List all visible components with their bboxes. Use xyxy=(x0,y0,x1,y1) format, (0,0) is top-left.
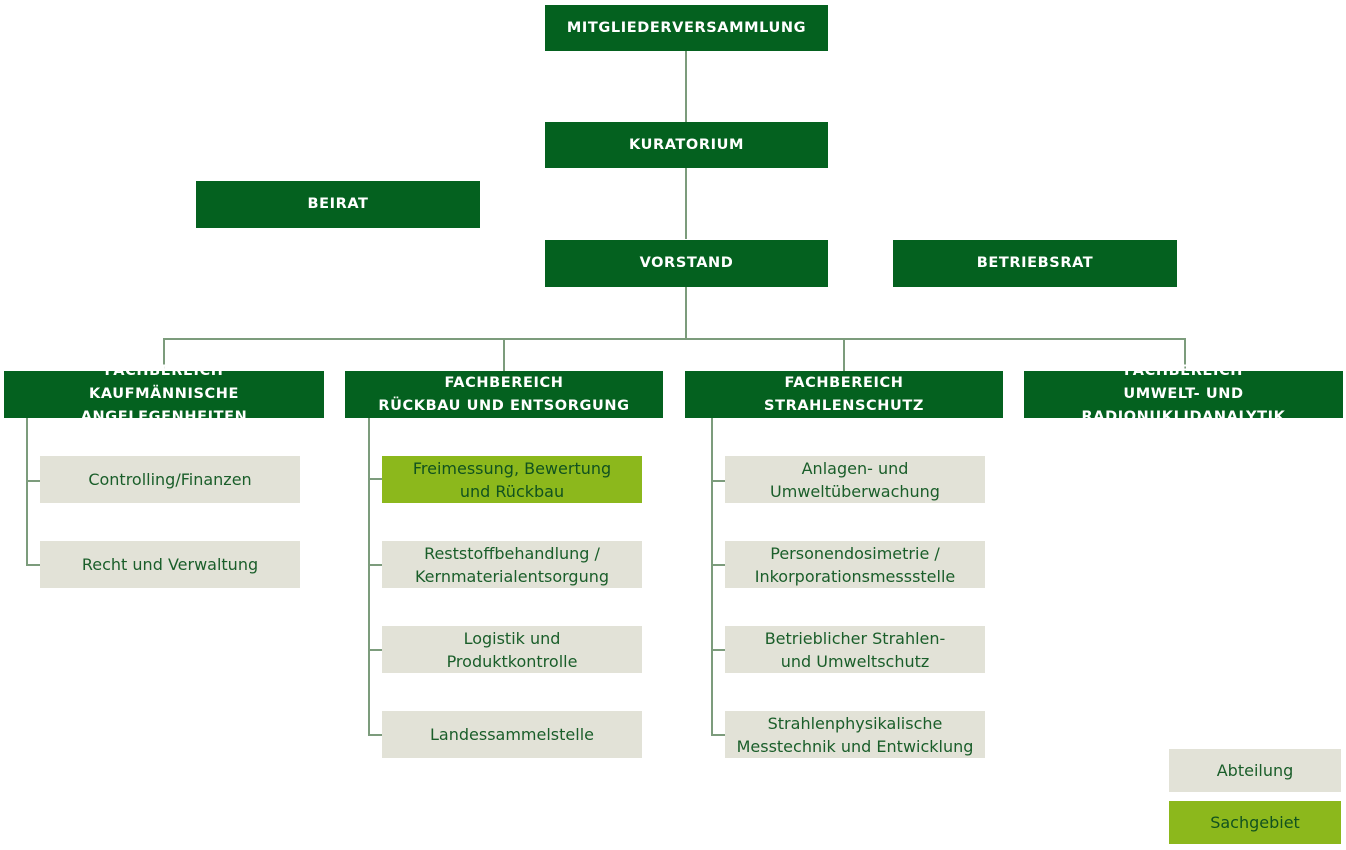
unit-strahlenphysikalische-messtechnik: Strahlenphysikalische Messtechnik und En… xyxy=(725,711,985,758)
unit-label-line1: Personendosimetrie / xyxy=(770,543,940,563)
unit-label-line2: Kernmaterialentsorgung xyxy=(414,566,610,586)
unit-label-line2: Produktkontrolle xyxy=(446,651,578,671)
connector-line xyxy=(26,480,40,482)
box-label-line1: FACHBEREICH xyxy=(784,374,904,391)
connector-line xyxy=(163,338,165,371)
box-label-line2: STRAHLENSCHUTZ xyxy=(764,397,924,414)
kuratorium-box: KURATORIUM xyxy=(545,122,828,168)
box-label-line1: FACHBEREICH xyxy=(104,363,224,379)
box-label-line2: RÜCKBAU UND ENTSORGUNG xyxy=(378,397,630,414)
connector-line xyxy=(711,734,725,736)
unit-anlagen-umweltueberwachung: Anlagen- und Umweltüberwachung xyxy=(725,456,985,503)
unit-reststoffbehandlung: Reststoffbehandlung / Kernmaterialentsor… xyxy=(382,541,642,588)
unit-label-line2: und Rückbau xyxy=(459,481,565,501)
unit-personendosimetrie: Personendosimetrie / Inkorporationsmesss… xyxy=(725,541,985,588)
legend-label: Sachgebiet xyxy=(1210,813,1300,832)
connector-line xyxy=(163,338,1186,340)
connector-line xyxy=(26,418,28,566)
connector-line xyxy=(1184,338,1186,371)
fachbereich-strahlenschutz-box: FACHBEREICH STRAHLENSCHUTZ xyxy=(685,371,1003,418)
connector-line xyxy=(368,734,382,736)
unit-label-line1: Freimessung, Bewertung xyxy=(412,458,612,478)
box-label: KURATORIUM xyxy=(629,136,744,153)
mitgliederversammlung-box: MITGLIEDERVERSAMMLUNG xyxy=(545,5,828,51)
unit-label-line1: Reststoffbehandlung / xyxy=(424,543,600,563)
unit-betrieblicher-strahlenschutz: Betrieblicher Strahlen- und Umweltschutz xyxy=(725,626,985,673)
unit-landessammelstelle: Landessammelstelle xyxy=(382,711,642,758)
connector-line xyxy=(711,564,725,566)
unit-freimessung: Freimessung, Bewertung und Rückbau xyxy=(382,456,642,503)
connector-line xyxy=(368,478,382,480)
vorstand-box: VORSTAND xyxy=(545,240,828,287)
legend-label: Abteilung xyxy=(1216,761,1294,780)
beirat-box: BEIRAT xyxy=(196,181,480,228)
connector-line xyxy=(685,51,687,122)
connector-line xyxy=(711,418,713,736)
unit-label: Recht und Verwaltung xyxy=(81,555,259,574)
fachbereich-umwelt-box: FACHBEREICH UMWELT- UND RADIONUKLIDANALY… xyxy=(1024,363,1343,425)
unit-logistik: Logistik und Produktkontrolle xyxy=(382,626,642,673)
connector-line xyxy=(685,168,687,239)
box-label-line1: FACHBEREICH xyxy=(444,374,564,391)
legend-abteilung: Abteilung xyxy=(1169,749,1341,792)
unit-label-line1: Strahlenphysikalische xyxy=(767,713,943,733)
unit-label-line1: Logistik und xyxy=(463,628,561,648)
box-label: BETRIEBSRAT xyxy=(976,255,1094,271)
unit-controlling-finanzen: Controlling/Finanzen xyxy=(40,456,300,503)
connector-line xyxy=(685,287,687,339)
fachbereich-rueckbau-box: FACHBEREICH RÜCKBAU UND ENTSORGUNG xyxy=(345,371,663,418)
unit-label: Landessammelstelle xyxy=(430,725,594,744)
connector-line xyxy=(368,418,370,736)
legend-sachgebiet: Sachgebiet xyxy=(1169,801,1341,844)
betriebsrat-box: BETRIEBSRAT xyxy=(893,240,1177,287)
connector-line xyxy=(711,649,725,651)
box-label-line2: KAUFMÄNNISCHE ANGELEGENHEITEN xyxy=(80,386,248,425)
box-label: MITGLIEDERVERSAMMLUNG xyxy=(566,19,807,36)
unit-label-line1: Betrieblicher Strahlen- xyxy=(764,628,946,648)
unit-recht-verwaltung: Recht und Verwaltung xyxy=(40,541,300,588)
connector-line xyxy=(843,338,845,371)
box-label: BEIRAT xyxy=(307,196,369,212)
unit-label-line2: Umweltüberwachung xyxy=(770,481,940,501)
connector-line xyxy=(503,338,505,371)
unit-label-line2: und Umweltschutz xyxy=(780,651,930,671)
connector-line xyxy=(711,480,725,482)
box-label-line1: FACHBEREICH xyxy=(1123,363,1244,379)
fachbereich-kaufmaennisch-box: FACHBEREICH KAUFMÄNNISCHE ANGELEGENHEITE… xyxy=(4,363,324,425)
box-label-line2: UMWELT- UND RADIONUKLIDANALYTIK xyxy=(1081,386,1286,425)
connector-line xyxy=(368,649,382,651)
connector-line xyxy=(368,564,382,566)
connector-line xyxy=(26,564,40,566)
box-label: VORSTAND xyxy=(639,255,734,271)
unit-label-line2: Messtechnik und Entwicklung xyxy=(736,736,974,756)
unit-label: Controlling/Finanzen xyxy=(88,470,252,489)
unit-label-line1: Anlagen- und xyxy=(801,458,909,478)
unit-label-line2: Inkorporationsmessstelle xyxy=(754,566,956,586)
